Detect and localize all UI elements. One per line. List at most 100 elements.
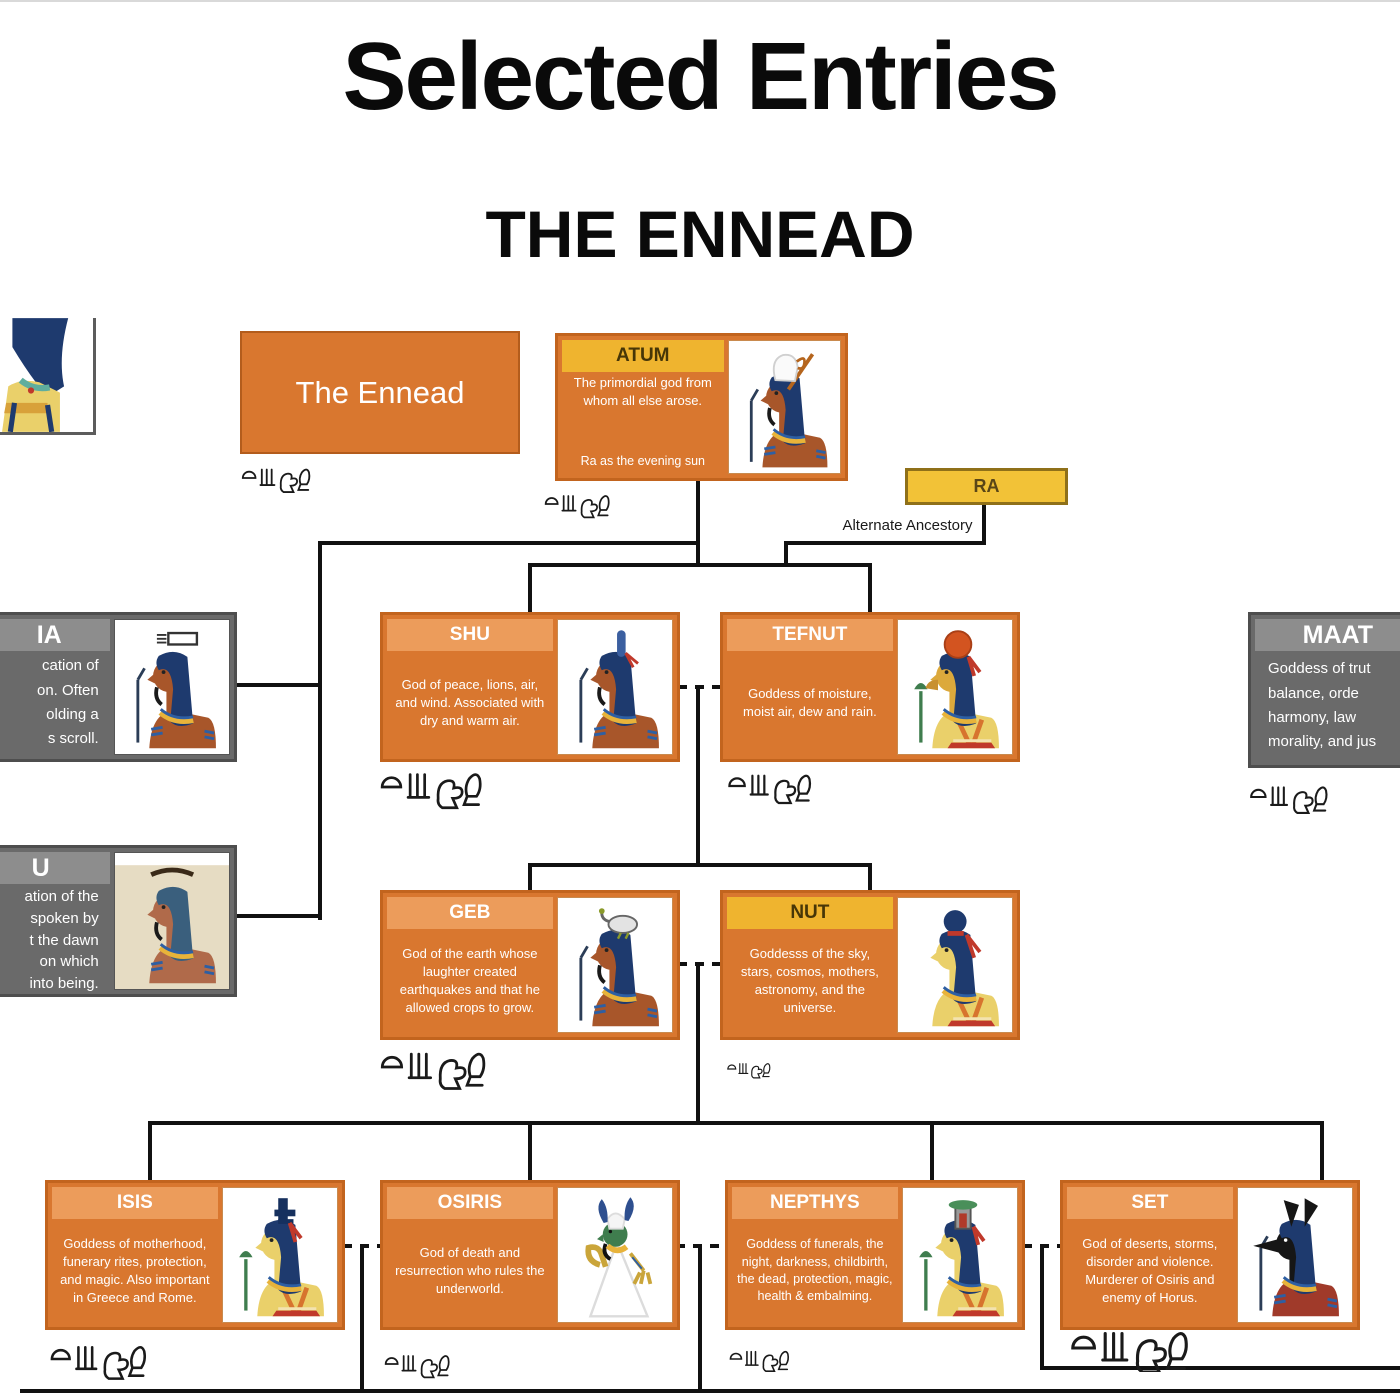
connector-line [868,563,872,614]
card-maat-description: Goddess of trut balance, orde harmony, l… [1255,651,1400,761]
connector-line [528,863,872,867]
hu-line: ation of the [24,888,99,905]
connector-line [982,505,986,545]
card-set[interactable]: SET God of deserts, storms, disorder and… [1060,1180,1360,1330]
card-osiris-description: God of death and resurrection who rules … [395,1245,545,1296]
maat-line: balance, orde [1268,684,1359,702]
connector-line [318,541,700,545]
card-tefnut-text: TEFNUT Goddess of moisture, moist air, d… [727,619,893,755]
card-isis[interactable]: ISIS Goddess of motherhood, funerary rit… [45,1180,345,1330]
connector-line [696,480,700,567]
card-geb[interactable]: GEB God of the earth whose laughter crea… [380,890,680,1040]
legend-box-the-ennead[interactable]: The Ennead [240,331,520,454]
card-sia[interactable]: IA cation of on. Often olding a s scroll… [0,612,237,762]
set-portrait [1236,1187,1353,1323]
maat-line: morality, and jus [1268,733,1377,751]
osiris-portrait [556,1187,673,1323]
card-shu-title: SHU [387,619,553,651]
set-hieroglyphs-icon [1068,1324,1228,1374]
card-atum-title: ATUM [562,340,724,372]
sia-line: on. Often [37,681,99,699]
card-tefnut-description: Goddess of moisture, moist air, dew and … [743,686,877,719]
connector-line [696,687,700,867]
tefnut-portrait [896,619,1013,755]
card-maat[interactable]: MAAT Goddess of trut balance, orde harmo… [1248,612,1400,768]
hu-line: on which [39,953,99,971]
card-atum[interactable]: ATUM The primordial god from whom all el… [555,333,848,481]
maat-hieroglyphs-icon [1248,772,1334,822]
card-geb-title: GEB [387,897,553,929]
card-maat-title: MAAT [1255,619,1400,651]
connector-line [318,541,322,920]
geb-hieroglyphs-icon [378,1042,494,1092]
spouse-connector-line [343,1244,383,1248]
spouse-connector-line [1023,1244,1063,1248]
card-shu[interactable]: SHU God of peace, lions, air, and wind. … [380,612,680,762]
card-atum-description: The primordial god from whom all else ar… [562,372,724,474]
card-set-description: God of deserts, storms, disorder and vio… [1082,1236,1218,1305]
sia-line: s scroll. [47,730,99,748]
page-title: Selected Entries [342,23,1060,130]
card-set-text: SET God of deserts, storms, disorder and… [1067,1187,1233,1323]
card-nepthys[interactable]: NEPTHYS Goddess of funerals, the night, … [725,1180,1025,1330]
page-subtitle: THE ENNEAD [485,197,915,271]
card-nut-title: NUT [727,897,893,929]
connector-line [360,1246,364,1393]
card-osiris-title: OSIRIS [387,1187,553,1219]
legend-label: The Ennead [295,374,465,410]
connector-line [237,914,322,918]
maat-line: Goddess of trut [1268,660,1371,678]
card-geb-text: GEB God of the earth whose laughter crea… [387,897,553,1033]
connector-line [1040,1246,1044,1370]
connector-line [868,863,872,894]
card-nepthys-title: NEPTHYS [732,1187,898,1219]
connector-line [784,541,986,545]
card-sia-text: IA cation of on. Often olding a s scroll… [0,619,110,755]
card-hu-description: ation of the spoken by t the dawn on whi… [0,884,110,997]
ennead-hieroglyphs-icon [240,452,316,504]
ra-label: RA [973,476,1000,496]
card-nepthys-text: NEPTHYS Goddess of funerals, the night, … [732,1187,898,1323]
card-isis-description: Goddess of motherhood, funerary rites, p… [60,1236,210,1305]
connector-line [20,1389,1400,1393]
card-hu[interactable]: U ation of the spoken by t the dawn on w… [0,845,237,997]
sia-line: cation of [42,657,99,675]
hu-portrait [113,852,230,990]
connector-line [237,683,322,687]
tefnut-hieroglyphs-icon [726,762,818,810]
connector-line [148,1121,1324,1125]
spouse-connector-line [676,1244,729,1248]
card-nepthys-description: Goddess of funerals, the night, darkness… [737,1237,893,1304]
nepthys-hieroglyphs-icon [728,1330,794,1388]
osiris-hieroglyphs-icon [383,1335,455,1393]
node-ra[interactable]: RA [905,468,1068,505]
card-atum-line2: Ra as the evening sun [580,453,705,468]
connector-line [1040,1366,1400,1370]
card-hu-text: U ation of the spoken by t the dawn on w… [0,852,110,992]
card-geb-description: God of the earth whose laughter created … [399,946,540,1015]
card-osiris[interactable]: OSIRIS God of death and resurrection who… [380,1180,680,1330]
shu-portrait [556,619,673,755]
card-nut[interactable]: NUT Goddesss of the sky, stars, cosmos, … [720,890,1020,1040]
connector-line [930,1121,934,1182]
card-shu-text: SHU God of peace, lions, air, and wind. … [387,619,553,755]
connector-line [528,563,872,567]
connector-line [698,1246,702,1393]
nut-hieroglyphs-icon [726,1042,774,1096]
card-isis-text: ISIS Goddess of motherhood, funerary rit… [52,1187,218,1323]
shu-hieroglyphs-icon [378,764,490,810]
nut-portrait [896,897,1013,1033]
card-maat-text: MAAT Goddess of trut balance, orde harmo… [1255,619,1400,761]
connector-line [696,964,700,1125]
connector-line [1320,1121,1324,1182]
card-nut-description: Goddesss of the sky, stars, cosmos, moth… [740,946,879,1015]
card-shu-description: God of peace, lions, air, and wind. Asso… [395,677,545,728]
isis-portrait [221,1187,338,1323]
sia-portrait [113,619,230,755]
card-tefnut[interactable]: TEFNUT Goddess of moisture, moist air, d… [720,612,1020,762]
connector-line [528,563,532,614]
card-set-title: SET [1067,1187,1233,1219]
top-border-line [0,0,1400,2]
geb-portrait [556,897,673,1033]
